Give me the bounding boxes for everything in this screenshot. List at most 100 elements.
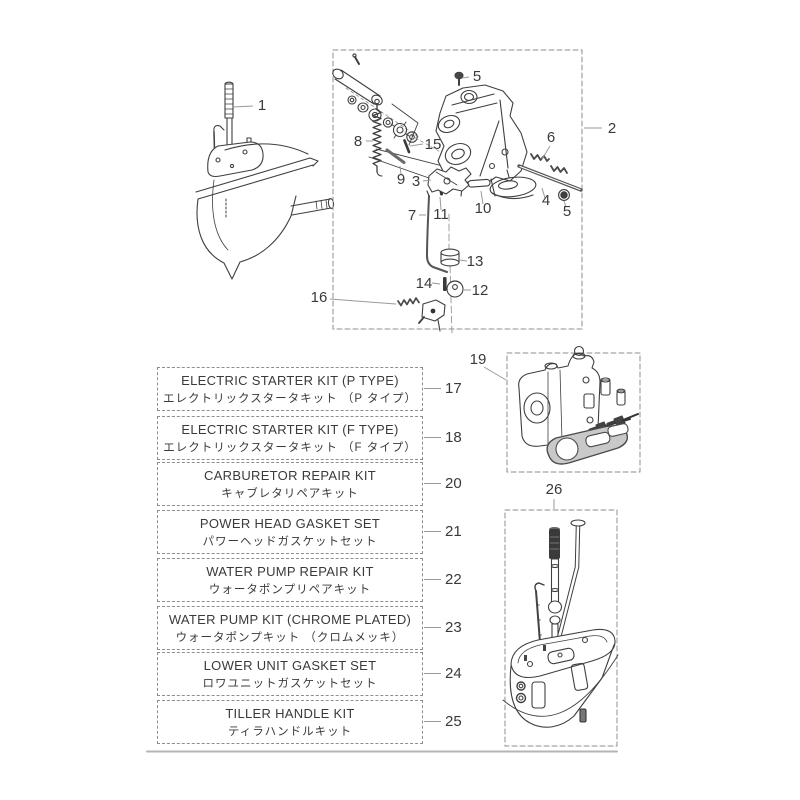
callout-5-bottom[interactable]: 5 [563,203,571,220]
callout-2[interactable]: 2 [608,120,616,137]
kit-name-jp: パワーヘッドガスケットセット [202,535,378,548]
kit-row-tiller-handle-kit[interactable]: TILLER HANDLE KIT ティラハンドルキット 25 [157,700,477,744]
part-bolt-5-top [454,71,464,80]
callout-12[interactable]: 12 [472,282,489,299]
kit-row-electric-starter-f-type[interactable]: ELECTRIC STARTER KIT (F TYPE) エレクトリックスター… [157,416,477,460]
leader-line [563,200,567,208]
outboard-lower-unit-figure [195,81,335,280]
callout-8[interactable]: 8 [354,133,362,150]
callout-16[interactable]: 16 [311,289,328,306]
kit-name-en: ELECTRIC STARTER KIT (F TYPE) [181,421,399,437]
part-spring-8 [372,98,383,177]
gear-housing-figure [502,628,619,728]
kit-leader-line [424,483,441,484]
leader-line [458,259,468,262]
carburetor-gasket [546,423,629,465]
kit-name-jp: エレクトリックスタータキット （F タイプ） [163,441,417,454]
leader-line [541,187,546,199]
callout-3[interactable]: 3 [412,173,420,190]
lower-unit-kit-box [502,509,619,747]
leader-line [329,298,397,305]
kit-box[interactable]: CARBURETOR REPAIR KIT キャブレタリペアキット [157,462,423,506]
callout-11[interactable]: 11 [433,206,449,223]
part-clamp-13 [440,248,460,267]
callout-7[interactable]: 7 [408,207,416,224]
callout-15[interactable]: 15 [425,136,442,153]
kit-number: 17 [445,380,462,397]
kit-number: 23 [445,619,462,636]
callout-1[interactable]: 1 [258,97,266,114]
part-pin-10 [467,178,491,188]
kit-row-lower-unit-gasket-set[interactable]: LOWER UNIT GASKET SET ロワユニットガスケットセット 24 [157,652,477,696]
assembly-centerline [448,213,453,334]
kit-box[interactable]: ELECTRIC STARTER KIT (P TYPE) エレクトリックスター… [157,367,423,411]
kit-leader-line [424,437,441,438]
leader-line [439,196,442,211]
kit-name-en: CARBURETOR REPAIR KIT [204,467,376,483]
leader-line [399,165,402,175]
kit-name-jp: エレクトリックスタータキット （P タイプ） [162,392,417,405]
exploded-view-box [332,49,583,334]
carburetor-kit-box [506,345,641,473]
kit-box[interactable]: ELECTRIC STARTER KIT (F TYPE) エレクトリックスター… [157,416,423,460]
kit-number: 24 [445,665,462,682]
callout-13[interactable]: 13 [467,253,484,270]
leader-line [422,179,432,182]
kit-name-en: WATER PUMP REPAIR KIT [206,563,374,579]
kit-row-carburetor-repair-kit[interactable]: CARBURETOR REPAIR KIT キャブレタリペアキット 20 [157,462,477,506]
kit-row-water-pump-kit-chrome[interactable]: WATER PUMP KIT (CHROME PLATED) ウォータポンプキッ… [157,606,477,650]
kit-leader-line [424,531,441,532]
kit-number: 22 [445,571,462,588]
leader-line [409,143,424,147]
leader-line [232,105,254,108]
kit-number: 18 [445,429,462,446]
kit-number: 25 [445,713,462,730]
callout-10[interactable]: 10 [475,200,492,217]
callout-leader-lines [232,76,602,509]
callout-4[interactable]: 4 [542,192,550,209]
kit-name-en: ELECTRIC STARTER KIT (P TYPE) [181,372,399,388]
part-link-rod-7 [426,190,448,273]
kit-name-jp: キャブレタリペアキット [221,487,359,500]
kit-box[interactable]: TILLER HANDLE KIT ティラハンドルキット [157,700,423,744]
kit-box[interactable]: POWER HEAD GASKET SET パワーヘッドガスケットセット [157,510,423,554]
kit-row-water-pump-repair-kit[interactable]: WATER PUMP REPAIR KIT ウォータポンプリペアキット 22 [157,558,477,602]
callout-26[interactable]: 26 [546,481,563,498]
kit-leader-line [424,721,441,722]
part-nut-5-bottom [558,189,570,201]
kit-leader-line [424,627,441,628]
leader-line [461,76,470,79]
kit-leader-line [424,673,441,674]
kit-name-jp: ウォータポンプリペアキット [208,583,372,596]
part-grommet-12 [446,280,464,298]
kit-name-en: WATER PUMP KIT (CHROME PLATED) [168,611,412,627]
leader-line [431,282,441,285]
callout-9[interactable]: 9 [397,171,405,188]
kit-name-jp: ティラハンドルキット [227,725,353,738]
callout-19[interactable]: 19 [470,351,487,368]
part-pin-14 [443,277,447,291]
leader-line [480,190,484,205]
callout-14[interactable]: 14 [416,275,433,292]
kit-leader-line [424,579,441,580]
kit-name-en: POWER HEAD GASKET SET [199,515,381,531]
leader-line [541,145,551,160]
kit-row-electric-starter-p-type[interactable]: ELECTRIC STARTER KIT (P TYPE) エレクトリックスター… [157,367,477,411]
part-swivel-plate [489,169,537,200]
part-clamp-3 [427,166,472,195]
callout-5-top[interactable]: 5 [473,68,481,85]
callout-6[interactable]: 6 [547,129,555,146]
kit-name-jp: ロワユニットガスケットセット [202,677,378,690]
carburetor-jets [600,377,626,406]
part-springs-6 [530,153,568,174]
part-spring-linkage-16 [397,297,446,332]
leader-line [483,366,507,381]
kit-row-power-head-gasket-set[interactable]: POWER HEAD GASKET SET パワーヘッドガスケットセット 21 [157,510,477,554]
kit-box[interactable]: WATER PUMP REPAIR KIT ウォータポンプリペアキット [157,558,423,602]
kit-box[interactable]: WATER PUMP KIT (CHROME PLATED) ウォータポンプキッ… [157,606,423,650]
part-rod-4 [517,164,583,192]
part-pin-9 [385,148,406,164]
kit-box[interactable]: LOWER UNIT GASKET SET ロワユニットガスケットセット [157,652,423,696]
